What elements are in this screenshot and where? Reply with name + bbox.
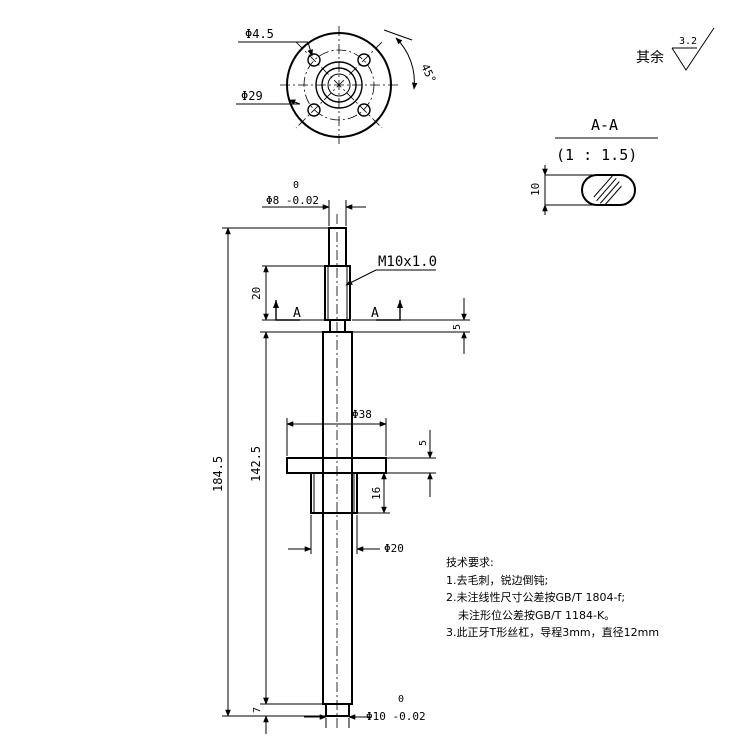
bottom-pin: [325, 703, 350, 717]
roughness-value: 3.2: [679, 36, 697, 47]
note-2-cont: 未注形位公差按GB/T 1184-K。: [458, 608, 616, 622]
technical-notes: 技术要求: 1.去毛刺，锐边倒钝; 2.未注线性尺寸公差按GB/T 1804-f…: [446, 554, 659, 642]
section-mark-left: A: [293, 306, 301, 321]
angle-arc: [395, 37, 418, 90]
section-hatch: [592, 175, 622, 205]
top-dia-upper: 0: [293, 180, 299, 191]
bottom-dia-label: Φ10 -0.02: [366, 710, 426, 723]
notes-title: 技术要求:: [446, 556, 494, 569]
thread-length-label: 142.5: [249, 446, 263, 482]
section-outline: [581, 174, 636, 206]
thread-groove: [329, 319, 346, 333]
bolt-hole-2: [357, 53, 371, 67]
note-3: 3.此正牙T形丝杠，导程3mm，直径12mm: [446, 626, 660, 639]
dim-5-flange-label: 5: [418, 440, 429, 446]
outer-dia-label: Φ29: [241, 89, 263, 103]
diag-line-2: [295, 41, 383, 129]
bolt-hole-1: [307, 53, 321, 67]
section-mark-right: A: [371, 306, 379, 321]
bolt-hole-4: [357, 103, 371, 117]
nut-body: [310, 472, 358, 514]
bolt-hole-3: [307, 103, 321, 117]
top-dia-label: Φ8 -0.02: [266, 194, 319, 207]
section-name: A-A: [591, 116, 618, 134]
hole-dia-label: Φ4.5: [245, 27, 274, 41]
dim-5-groove-label: 5: [452, 324, 463, 330]
section-flat-dim: 10: [529, 183, 542, 196]
roughness-symbol: 其余 3.2: [636, 27, 715, 71]
section-a-a: A-A (1 : 1.5) 10: [529, 116, 658, 215]
boss-dia-label: Φ20: [384, 542, 404, 555]
angle-label: 45°: [418, 62, 438, 86]
section-scale: (1 : 1.5): [556, 146, 637, 164]
dim-20-label: 20: [250, 287, 263, 300]
bottom-dia-upper: 0: [398, 694, 404, 705]
flange-top-view: Φ4.5 Φ29 45°: [236, 26, 438, 144]
top-pin: [328, 227, 347, 267]
nut-dia-label: Φ38: [352, 408, 372, 421]
dim-7-label: 7: [252, 707, 263, 713]
roughness-check: [671, 27, 715, 71]
nut-flange: [286, 457, 387, 474]
note-1: 1.去毛刺，锐边倒钝;: [446, 573, 549, 587]
thread-label: M10x1.0: [378, 254, 437, 270]
total-length-label: 184.5: [211, 456, 225, 492]
bore-inner-circle: [327, 73, 351, 97]
section-arrow-right: [376, 300, 401, 321]
lead-screw-main-view: 0 Φ8 -0.02 M10x1.0 20 A A 5 Φ38: [211, 180, 470, 734]
dim-16-label: 16: [370, 487, 383, 500]
thread-section: [324, 265, 351, 321]
note-2: 2.未注线性尺寸公差按GB/T 1804-f;: [446, 591, 626, 604]
roughness-label: 其余: [636, 49, 664, 66]
main-shaft: [322, 331, 353, 705]
